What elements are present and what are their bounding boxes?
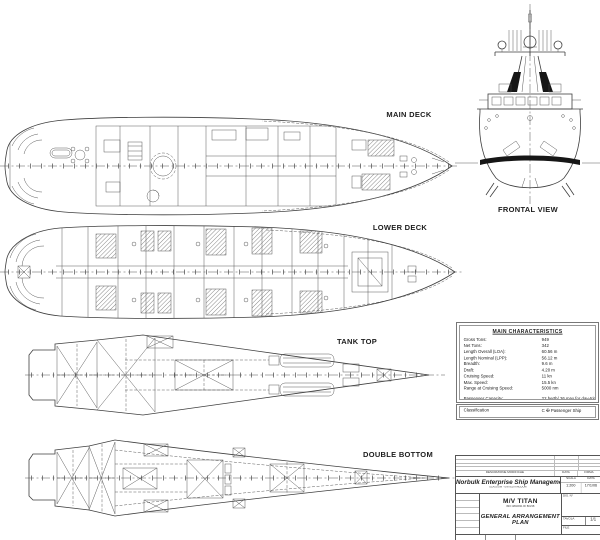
char-row-draft: Draft:4.20 m <box>463 368 555 373</box>
tank-top-hull-outline <box>28 334 430 416</box>
prop-shafts <box>125 359 269 391</box>
bridge-structure <box>479 55 581 110</box>
hull-front <box>455 108 600 198</box>
main-characteristics-frame: MAIN CHARACTERISTICS Gross Tons:949 Net … <box>459 325 596 400</box>
drawing-title: GENERAL ARRANGEMENT PLAN <box>480 514 560 526</box>
classification-row: Classification C ✠ Passenger Ship <box>460 407 598 414</box>
double-bottom-hull-outline <box>28 439 450 517</box>
tank-top-plan: TANK TOP <box>25 334 445 416</box>
waterline-band <box>480 155 580 165</box>
tank-top-compartments <box>56 335 392 413</box>
char-row-max-speed: Max. Speed:15.5 kn <box>463 380 556 386</box>
stabilizer-fins <box>485 182 575 198</box>
scala-label: SCALA <box>565 477 576 480</box>
char-row-cruising-speed: Cruising Speed:11 kn <box>463 374 552 379</box>
lower-deck-label: LOWER DECK <box>373 223 428 232</box>
char-row-lpp: Length Nominal (LPP):56.12 m <box>463 356 558 361</box>
main-characteristics-table: MAIN CHARACTERISTICS Gross Tons:949 Net … <box>456 322 599 403</box>
double-bottom-compartments <box>56 441 426 515</box>
tavola-label: TAVOLA <box>562 517 575 521</box>
revision-header: DESCRIZIONE MODIFICHE DATA FIRMA <box>456 471 600 477</box>
title-main-band: M/V TITAN IMO 4802931 RI BO/48 GENERAL A… <box>456 494 600 534</box>
revision-firma-header: FIRMA <box>584 471 594 474</box>
char-row-range: Range at Cruising Speed:5000 nm <box>463 386 559 392</box>
classification-box: Classification C ✠ Passenger Ship <box>456 404 599 420</box>
double-bottom-label: DOUBLE BOTTOM <box>363 450 433 459</box>
classification-label: Classification <box>463 408 490 413</box>
char-row-gross-tons: Gross Tons:949 <box>463 337 549 343</box>
main-deck-bulwark-lines <box>261 120 450 212</box>
main-deck-plan: MAIN DECK <box>0 110 458 216</box>
char-row-breadth: Breadth:9.6 m <box>463 362 553 367</box>
char-row-passenger-capacity: Passenger Capacity:22 berth/ 26 max for … <box>463 396 596 400</box>
bridge-window-left <box>502 140 521 157</box>
bridge-window-right <box>539 140 558 157</box>
engine-starboard <box>279 382 335 397</box>
revision-rows <box>456 456 600 471</box>
revision-data-header: DATA <box>554 471 578 476</box>
char-row-net-tons: Net Tons:342 <box>463 344 549 349</box>
water-ballast-tank <box>186 459 224 499</box>
drawing-number-label: DIS. N° <box>562 494 573 498</box>
title-bottom-strip <box>456 534 600 540</box>
company-address: GLASGOW - UNITED KINGDOM <box>489 486 527 489</box>
lower-deck-plan: LOWER DECK <box>0 223 462 319</box>
frontal-view-label: FRONTAL VIEW <box>498 205 559 214</box>
main-deck-hull-outline <box>4 116 453 216</box>
company-name: Norbulk Enterprise Ship Management <box>456 479 561 486</box>
revision-desc-header: DESCRIZIONE MODIFICHE <box>456 471 555 476</box>
scala-value: 1:200 <box>561 483 581 493</box>
mast-and-antennas <box>494 10 566 56</box>
data-value: 17/1/06 <box>581 483 600 493</box>
lower-deck-interior <box>9 226 417 319</box>
char-row-loa: Length Overall (LOA):60.56 m <box>463 350 558 355</box>
title-block: DESCRIZIONE MODIFICHE DATA FIRMA Norbulk… <box>455 455 600 540</box>
lower-deck-hull-outline <box>4 225 456 319</box>
lower-deck-bulwark-lines <box>265 229 453 315</box>
main-deck-label: MAIN DECK <box>386 110 431 119</box>
engine-port <box>279 353 335 368</box>
data-label: DATA <box>586 477 595 480</box>
characteristics-rows: Gross Tons:949 Net Tons:342 Length Overa… <box>460 335 596 400</box>
classification-value: C ✠ Passenger Ship <box>541 408 582 414</box>
vessel-id: IMO 4802931 RI BO/48 <box>506 505 535 508</box>
tavola-value: 1/1 <box>589 517 596 522</box>
center-fuel-tank <box>122 467 158 490</box>
file-label: FILE <box>562 526 569 530</box>
characteristics-title: MAIN CHARACTERISTICS <box>492 329 563 335</box>
main-deck-interior <box>9 125 445 207</box>
vessel-name: M/V TITAN <box>502 498 538 505</box>
tank-top-label: TANK TOP <box>337 337 377 346</box>
frontal-view: FRONTAL VIEW <box>455 4 600 214</box>
company-band: Norbulk Enterprise Ship Management GLASG… <box>456 477 600 494</box>
signature-rows <box>456 494 481 534</box>
double-bottom-plan: DOUBLE BOTTOM <box>25 439 457 517</box>
